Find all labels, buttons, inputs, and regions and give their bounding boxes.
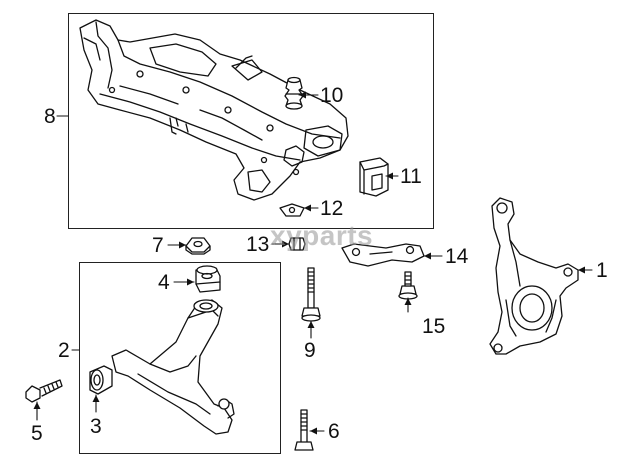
callout-14: 14: [445, 245, 469, 268]
callout-5: 5: [31, 422, 43, 445]
part-9-bolt: [301, 267, 321, 322]
callout-10: 10: [320, 84, 344, 107]
part-6-bolt: [294, 409, 314, 451]
part-12-plate: [279, 203, 305, 217]
callout-4: 4: [158, 271, 170, 294]
callout-12: 12: [320, 197, 344, 220]
callout-9: 9: [304, 339, 316, 362]
part-15-bolt: [398, 271, 418, 300]
lower-arm-group-box: [79, 262, 281, 454]
callout-2: 2: [58, 339, 70, 362]
callout-6: 6: [328, 420, 340, 443]
watermark-logo: xyparts: [270, 220, 374, 251]
part-3-bushing: [89, 365, 113, 395]
callout-8: 8: [44, 105, 56, 128]
part-14-bracket: [341, 243, 425, 267]
part-4-bushing: [195, 265, 221, 293]
part-2-lower-arm: [111, 299, 235, 435]
part-5-bolt: [25, 379, 63, 403]
part-10-bump-stop: [284, 76, 304, 110]
callout-7: 7: [152, 234, 164, 257]
callout-13: 13: [246, 233, 270, 256]
callout-3: 3: [90, 415, 102, 438]
part-7-flange-nut: [185, 237, 211, 255]
part-11-bushing: [359, 157, 389, 197]
crossmember-group-box: [68, 13, 434, 229]
arrowheads: [33, 91, 585, 435]
crossmember-drawing: [79, 19, 349, 201]
callout-11: 11: [400, 165, 422, 188]
callout-15: 15: [422, 315, 446, 338]
part-1-knuckle: [489, 197, 579, 355]
callout-1: 1: [596, 259, 608, 282]
